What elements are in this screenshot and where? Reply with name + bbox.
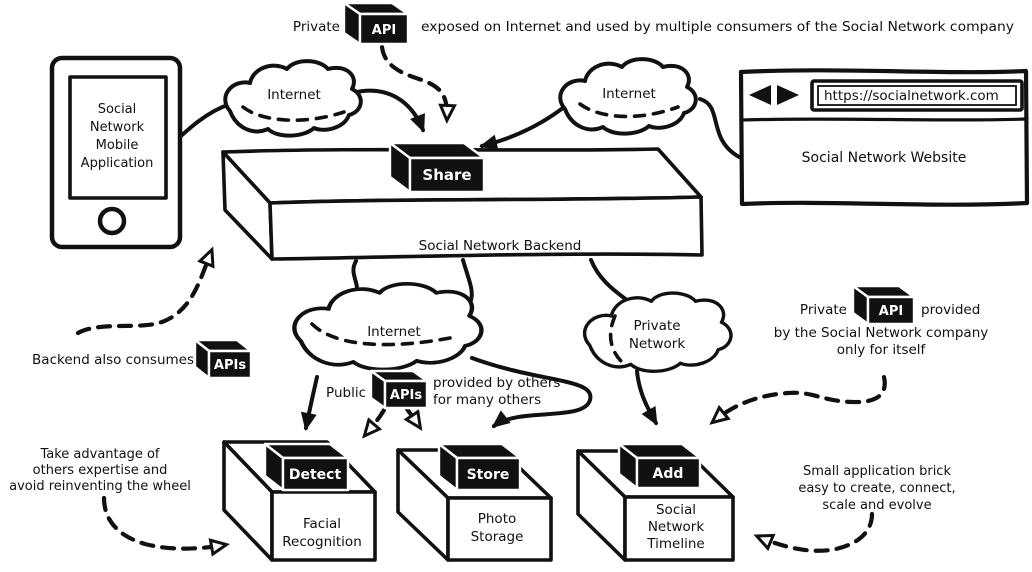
store-cube-label: Store xyxy=(467,467,510,483)
top-note-suffix: exposed on Internet and used by multiple… xyxy=(421,19,1014,35)
top-api-cube-front xyxy=(358,12,410,46)
cloud-label-internet-top-right: Internet xyxy=(602,86,656,102)
timeline-label-line3: Timeline xyxy=(646,536,704,552)
browser-window: https://socialnetwork.com Social Network… xyxy=(738,68,1030,207)
brick-note-line3: scale and evolve xyxy=(822,498,931,513)
photo-label-line2: Storage xyxy=(471,529,524,545)
arrow-private-note-to-add xyxy=(714,374,887,421)
photo-label-line1: Photo xyxy=(478,511,517,527)
share-cube: Share xyxy=(388,141,486,194)
private-cube-front xyxy=(866,295,916,326)
facial-front-face xyxy=(270,490,377,562)
link-backend-to-internet-mid-2 xyxy=(461,258,474,302)
private-note-suffix: provided xyxy=(921,302,980,318)
url-bar-inner-outline xyxy=(817,85,1017,106)
consumes-cube-label: APIs xyxy=(214,358,246,373)
timeline-label-line2: Network xyxy=(648,519,705,535)
link-internet-right-to-browser xyxy=(698,97,743,160)
browser-title: Social Network Website xyxy=(802,150,967,166)
arrow-internet-left-to-share xyxy=(350,88,425,133)
mobile-app: Social Network Mobile Application xyxy=(49,55,183,250)
arrow-consumes-to-backend xyxy=(75,252,211,336)
cloud-inner-stroke xyxy=(241,105,346,122)
top-api-cube-label: API xyxy=(372,23,396,38)
cloud-inner-stroke xyxy=(578,102,680,119)
arrow-take-note-to-facial xyxy=(101,495,224,549)
detect-cube-label: Detect xyxy=(289,467,342,483)
store-cube: Store xyxy=(437,442,522,492)
cloud-label-internet-middle: Internet xyxy=(367,324,421,340)
store-cube-front xyxy=(455,456,522,492)
take-note-line3: avoid reinventing the wheel xyxy=(9,479,191,494)
brick-note-line2: easy to create, connect, xyxy=(798,481,955,496)
cloud-inner-stroke xyxy=(608,314,625,365)
brick-note-line1: Small application brick xyxy=(803,464,951,479)
timeline-front-face xyxy=(623,495,735,562)
detect-cube-front xyxy=(281,456,350,492)
detect-cube: Detect xyxy=(263,442,350,492)
browser-toolbar-divider xyxy=(739,117,1029,122)
backend-front-face xyxy=(268,195,704,261)
mobile-app-label-line3: Mobile xyxy=(96,138,139,153)
public-note-line2: for many others xyxy=(433,392,541,408)
home-button-icon xyxy=(97,206,127,236)
photo-storage-box: Photo Storage xyxy=(396,448,553,562)
facial-label-line1: Facial xyxy=(303,516,341,532)
add-cube: Add xyxy=(617,442,702,490)
add-cube-front xyxy=(635,456,702,490)
cloud-inner-stroke xyxy=(310,322,452,347)
consumes-apis-cube: APIs xyxy=(193,338,253,380)
url-text: https://socialnetwork.com xyxy=(824,88,999,104)
photo-front-face xyxy=(446,496,553,562)
facial-label-line2: Recognition xyxy=(282,534,362,550)
arrow-brick-note-to-timeline xyxy=(759,511,875,553)
add-cube-label: Add xyxy=(653,466,684,482)
private-cube-label: API xyxy=(879,304,903,319)
mobile-app-label-line4: Application xyxy=(81,156,154,171)
cloud-label-internet-top-left: Internet xyxy=(267,87,321,103)
arrow-private-network-to-add xyxy=(635,369,658,426)
arrow-public-apis-to-detect xyxy=(366,407,387,434)
private-note-line2: only for itself xyxy=(837,342,927,358)
take-note-line2: others expertise and xyxy=(33,463,168,478)
backend-box: Social Network Backend xyxy=(221,147,704,261)
backend-label: Social Network Backend xyxy=(419,238,582,254)
mobile-app-screen xyxy=(68,75,168,200)
public-apis-cube: APIs xyxy=(369,369,429,410)
top-note-prefix: Private xyxy=(293,19,340,35)
timeline-label-line1: Social xyxy=(656,502,696,518)
arrow-private-api-to-share xyxy=(379,44,447,118)
arrow-public-apis-to-store xyxy=(407,406,419,426)
public-note-line1: provided by others xyxy=(433,375,560,391)
top-private-api-cube: API xyxy=(342,1,410,46)
link-backend-to-private-network xyxy=(589,258,630,303)
share-cube-front xyxy=(408,156,486,194)
arrow-internet-mid-to-detect xyxy=(300,375,319,431)
public-note-prefix: Public xyxy=(326,385,366,401)
public-cube-front xyxy=(383,379,429,410)
consumes-note-text: Backend also consumes xyxy=(32,352,194,368)
back-icon xyxy=(749,85,771,105)
url-bar xyxy=(810,79,1024,112)
take-note-line1: Take advantage of xyxy=(39,447,159,462)
private-note-prefix: Private xyxy=(800,302,847,318)
share-cube-label: Share xyxy=(422,166,471,184)
cloud-label-private-network-line2: Network xyxy=(629,336,686,352)
private-note-line1: by the Social Network company xyxy=(774,325,989,341)
arrow-internet-mid-to-store xyxy=(470,356,593,428)
mobile-app-label-line1: Social xyxy=(98,102,137,117)
consumes-cube-front xyxy=(207,349,253,380)
private-api-cube: API xyxy=(851,284,916,326)
public-cube-label: APIs xyxy=(390,388,422,403)
mobile-app-label-line2: Network xyxy=(90,120,145,135)
cloud-label-private-network-line1: Private xyxy=(633,318,680,334)
forward-icon xyxy=(777,85,799,105)
